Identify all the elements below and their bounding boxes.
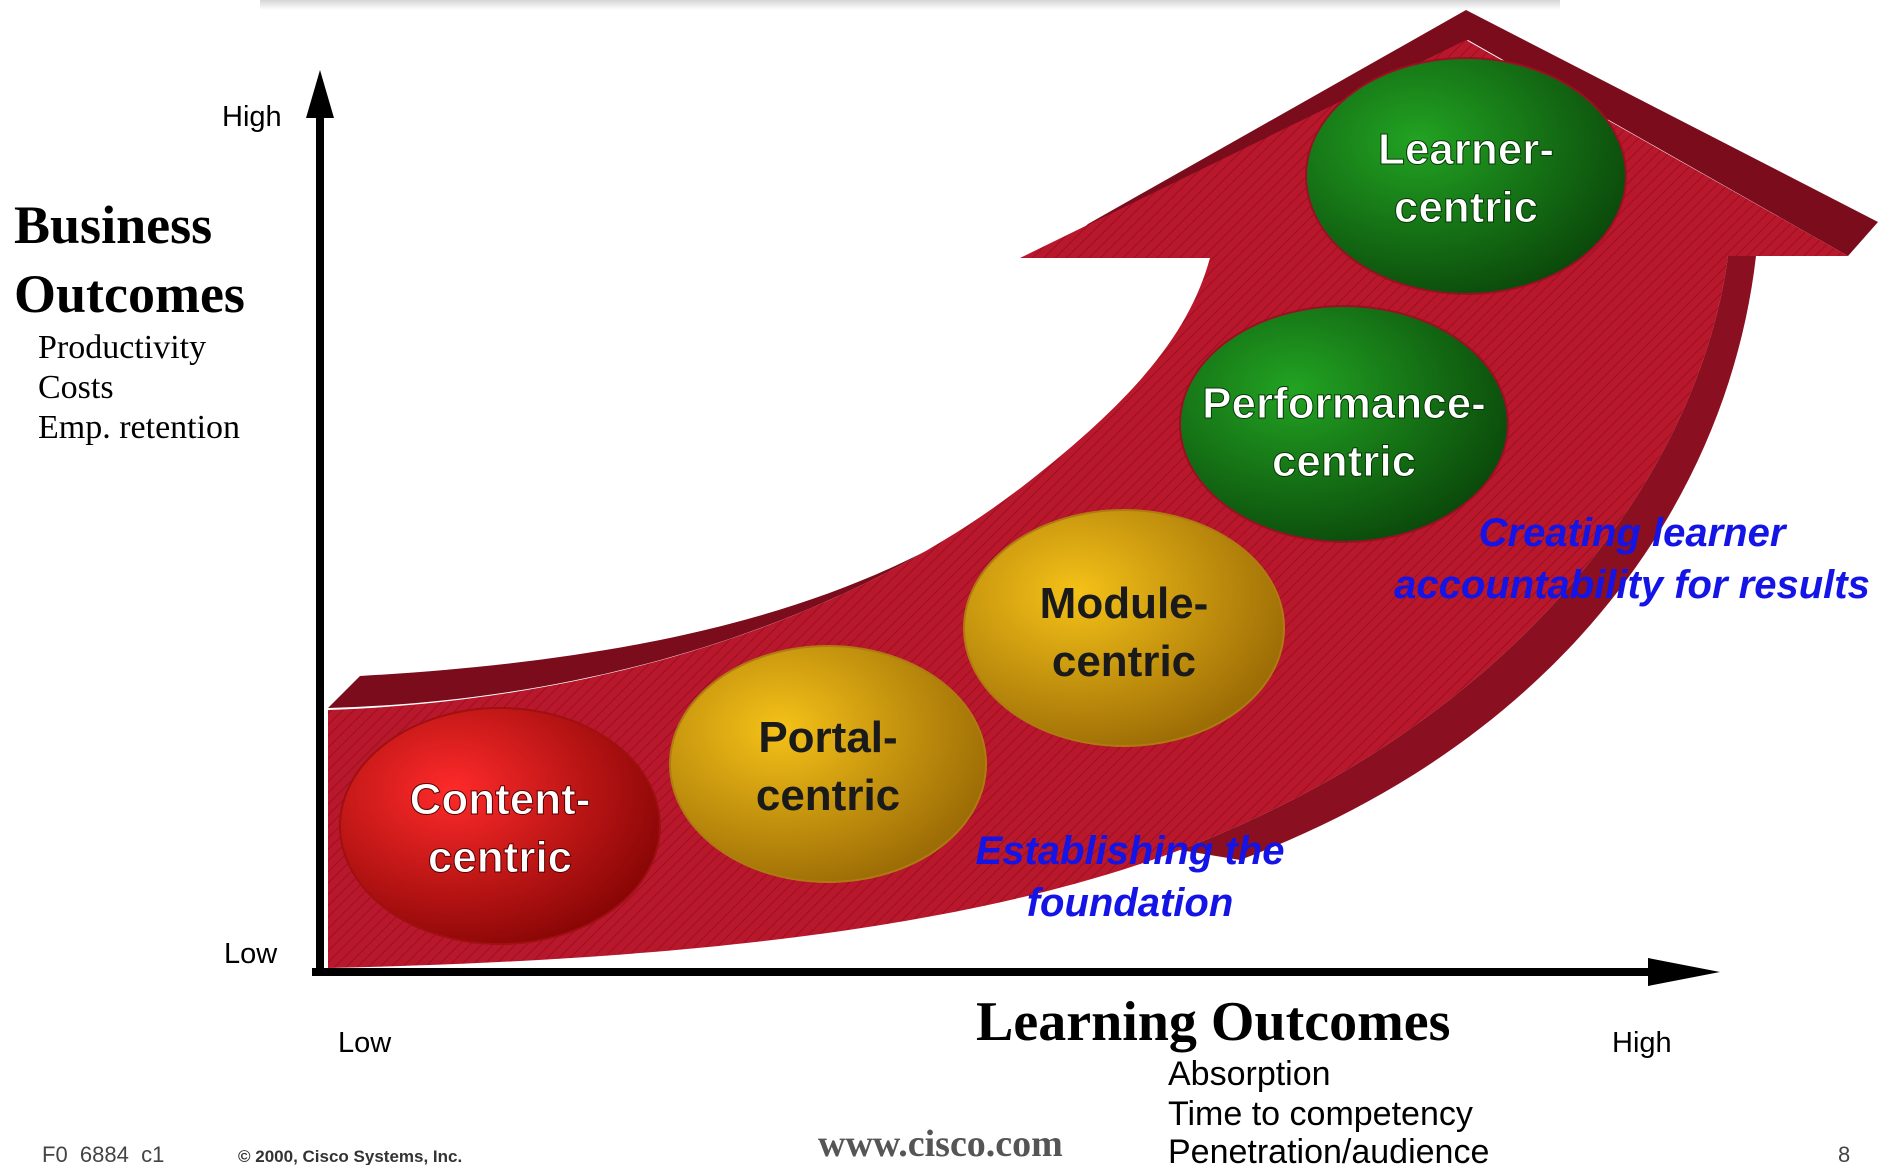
stage-module-centric: Module- centric [963,509,1285,747]
stage-learner-centric: Learner- centric [1305,57,1627,295]
y-axis-high-label: High [222,101,282,133]
svg-text:centric: centric [428,833,572,882]
annotation-accountability-line1: Creating learner [1479,511,1788,555]
stage-content-centric: Content- centric [339,707,661,945]
y-axis-title-line1: Business [14,195,212,255]
svg-text:centric: centric [1394,183,1538,232]
stage-portal-centric: Portal- centric [669,645,987,883]
annotation-accountability-line2: accountability for results [1394,563,1870,607]
svg-text:Module-: Module- [1040,579,1209,628]
y-axis-item: Productivity [38,329,206,366]
y-axis-item: Costs [38,369,114,406]
footer-page-number: 8 [1838,1142,1850,1165]
footer-url: www.cisco.com [818,1123,1063,1165]
y-axis-arrowhead [306,70,334,118]
svg-text:Performance-: Performance- [1202,379,1486,428]
svg-text:centric: centric [1052,637,1196,686]
x-axis-high-label: High [1612,1027,1672,1059]
y-axis-low-label: Low [224,938,278,970]
svg-text:Content-: Content- [410,775,591,824]
svg-text:Portal-: Portal- [758,713,897,762]
footer-copyright: © 2000, Cisco Systems, Inc. [238,1147,462,1165]
svg-text:centric: centric [756,771,900,820]
stage-performance-centric: Performance- centric [1179,305,1509,543]
svg-text:Learner-: Learner- [1378,125,1554,174]
footer-code: F0_6884_c1 [42,1142,164,1165]
y-axis-item: Emp. retention [38,409,240,446]
x-axis-title: Learning Outcomes [976,991,1450,1053]
annotation-foundation-line2: foundation [1027,881,1234,925]
x-axis-item: Absorption [1168,1055,1331,1093]
y-axis-title-line2: Outcomes [14,264,245,324]
x-axis-arrowhead [1648,958,1720,986]
growth-arrow-top-face [328,470,1050,708]
annotation-foundation-line1: Establishing the [976,829,1285,873]
growth-arrow-side [1180,256,1756,860]
header-shade [260,0,1560,10]
x-axis-low-label: Low [338,1027,392,1059]
x-axis-item: Time to competency [1168,1095,1473,1133]
svg-text:centric: centric [1272,437,1416,486]
x-axis-item: Penetration/audience [1168,1133,1489,1165]
